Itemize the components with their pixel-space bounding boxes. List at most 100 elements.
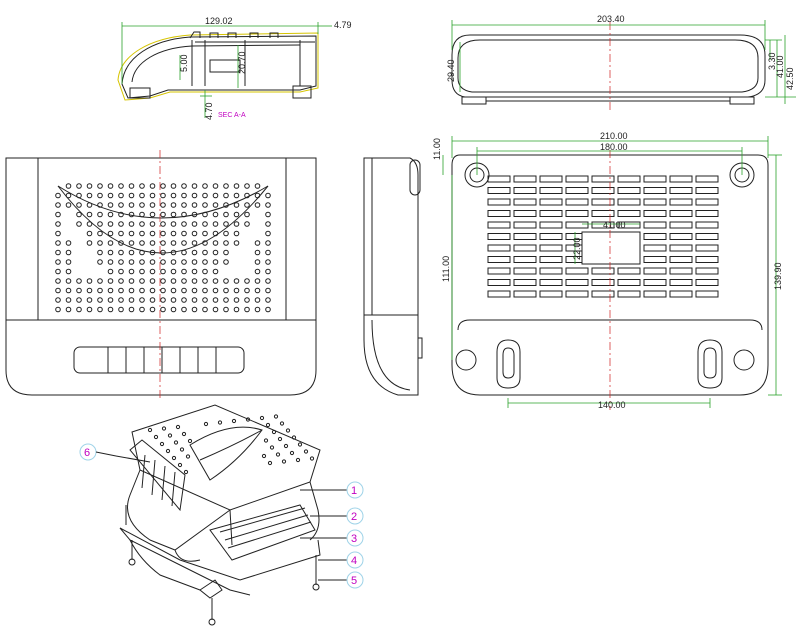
vent-hole [202, 306, 208, 313]
iso-hole [259, 415, 265, 421]
vent-hole [170, 268, 177, 275]
vent-hole [86, 202, 93, 208]
vent-hole [55, 211, 61, 218]
vent-hole [139, 211, 145, 218]
vent-slot [669, 210, 693, 217]
vent-hole [191, 268, 198, 275]
iso-hole [309, 456, 315, 461]
vent-slot [565, 175, 589, 183]
vent-hole [170, 278, 177, 284]
vent-hole [223, 249, 229, 256]
vent-hole [191, 297, 198, 303]
vent-hole [223, 183, 229, 189]
vent-slot [617, 210, 641, 217]
vent-hole [202, 230, 208, 237]
vent-slot [513, 210, 537, 217]
vent-hole [160, 306, 166, 313]
vent-hole [181, 192, 187, 199]
vent-hole [212, 221, 219, 227]
vent-hole [212, 249, 219, 256]
vent-hole [212, 230, 219, 237]
vent-hole [107, 249, 114, 256]
vent-hole [118, 230, 124, 237]
dim-bottom-h2: 139.90 [773, 262, 783, 290]
vent-hole [65, 249, 72, 256]
vent-hole [223, 192, 229, 199]
vent-hole [191, 183, 198, 189]
vent-hole [244, 287, 250, 294]
iso-hole [269, 445, 275, 450]
vent-hole [55, 297, 61, 303]
iso-hole [277, 436, 283, 442]
vent-slot [513, 198, 537, 206]
vent-slot [643, 175, 667, 183]
vent-hole [223, 240, 229, 246]
callout-5-label: 5 [351, 575, 357, 587]
vent-slot [487, 210, 511, 217]
vent-hole [254, 249, 261, 256]
vent-slot [539, 221, 563, 229]
vent-slot [643, 187, 667, 194]
vent-hole [149, 287, 156, 294]
vent-hole [118, 240, 124, 246]
iso-hole [275, 452, 281, 457]
vent-hole [118, 268, 124, 275]
vent-hole [65, 278, 72, 284]
iso-hole [183, 469, 189, 475]
dim-bottom-label-h: 22.00 [572, 237, 582, 260]
vent-hole [149, 278, 156, 284]
dim-bottom-label-w: 41.00 [603, 220, 626, 230]
vent-hole [86, 183, 93, 189]
vent-hole [233, 297, 240, 303]
vent-hole [139, 183, 145, 189]
vent-slot [591, 187, 615, 194]
vent-hole [65, 192, 72, 199]
vent-slot [695, 279, 719, 286]
vent-slot [539, 279, 563, 286]
vent-slot [539, 267, 563, 275]
vent-hole [128, 202, 135, 208]
vent-hole [191, 287, 198, 294]
vent-hole [254, 240, 261, 246]
iso-hole [273, 414, 279, 419]
vent-hole [149, 183, 156, 189]
vent-hole [76, 211, 82, 218]
vent-hole [212, 240, 219, 246]
vent-hole [107, 268, 114, 275]
vent-hole [233, 230, 240, 237]
iso-hole [297, 442, 303, 447]
vent-hole [76, 183, 82, 189]
vent-hole [212, 202, 219, 208]
vent-hole [118, 202, 124, 208]
vent-hole [65, 183, 72, 189]
vent-hole [86, 297, 93, 303]
vent-hole [244, 278, 250, 284]
vent-hole [76, 192, 82, 199]
vent-hole [128, 268, 135, 275]
vent-hole [160, 202, 166, 208]
vent-holes [55, 183, 271, 313]
dim-sec-bottom: 4.70 [204, 102, 214, 120]
vent-hole [191, 221, 198, 227]
vent-hole [254, 192, 261, 199]
vent-slots [487, 175, 719, 298]
vent-slot [487, 198, 511, 206]
vent-slot [617, 290, 641, 298]
vent-hole [223, 278, 229, 284]
vent-hole [160, 278, 166, 284]
dim-bottom-top: 11.00 [432, 138, 442, 160]
vent-hole [97, 221, 103, 227]
top-view [5, 150, 317, 400]
vent-hole [107, 192, 114, 199]
vent-hole [86, 192, 93, 199]
vent-hole [233, 306, 240, 313]
vent-slot [695, 256, 719, 263]
vent-hole [107, 297, 114, 303]
bottom-view: 210.00 180.00 11.00 41.00 22.00 111.00 1… [432, 131, 783, 410]
vent-hole [202, 287, 208, 294]
vent-hole [97, 183, 103, 189]
vent-hole [202, 249, 208, 256]
vent-slot [565, 279, 589, 286]
iso-hole [185, 454, 191, 459]
section-label: SEC A-A [218, 112, 246, 119]
